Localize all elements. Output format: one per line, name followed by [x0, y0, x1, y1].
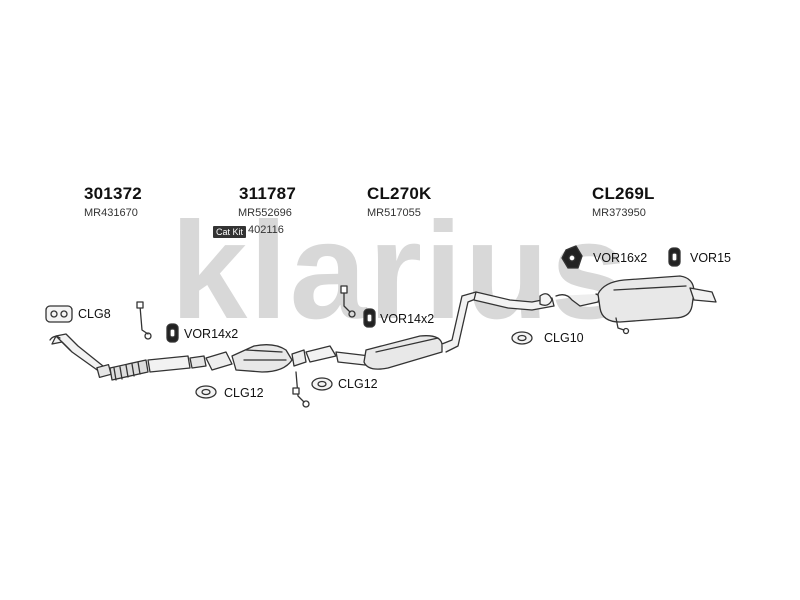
- catalytic-converter-311787: [205, 344, 307, 373]
- part-ref-1: MR431670: [84, 207, 138, 219]
- part-number-3: CL270K: [367, 184, 432, 203]
- vor14x2-mount-icon-b: [363, 308, 376, 328]
- part-number-1: 301372: [84, 184, 142, 203]
- part-ref-4: MR373950: [592, 207, 646, 219]
- vor16x2-mount-icon: [561, 245, 583, 269]
- part-ref-3: MR517055: [367, 207, 421, 219]
- sensor-boss-3: [292, 371, 310, 408]
- part-ref-2: MR552696: [238, 207, 292, 219]
- cat-kit-number: 402116: [248, 224, 284, 236]
- flange-gasket-icon: [539, 293, 553, 306]
- label-clg12-a: CLG12: [224, 386, 264, 400]
- clg12-gasket-icon-b: [311, 377, 333, 391]
- centre-silencer-CL270K: [305, 291, 479, 370]
- part-number-2: 311787: [239, 184, 296, 203]
- klarius-watermark: klarius: [171, 194, 630, 348]
- flex-pipe-section: [109, 355, 207, 381]
- cat-kit-badge: Cat Kit: [213, 226, 247, 238]
- label-vor15: VOR15: [690, 251, 731, 265]
- rear-silencer-CL269L: [473, 275, 717, 323]
- label-clg8: CLG8: [78, 307, 111, 321]
- label-vor14x2-b: VOR14x2: [380, 312, 435, 326]
- front-pipe-301372: [49, 333, 112, 379]
- label-clg12-b: CLG12: [338, 377, 378, 391]
- sensor-boss-1: [136, 301, 152, 340]
- clg12-gasket-icon-a: [195, 385, 217, 399]
- label-clg10: CLG10: [544, 331, 584, 345]
- hanger-4: [615, 317, 630, 335]
- label-vor14x2-a: VOR14x2: [184, 327, 239, 341]
- label-vor16x2: VOR16x2: [593, 251, 648, 265]
- part-number-4: CL269L: [592, 184, 655, 203]
- clg8-gasket-icon: [45, 305, 73, 323]
- sensor-boss-2: [340, 285, 356, 318]
- clg10-gasket-icon: [511, 331, 533, 345]
- vor15-mount-icon: [668, 247, 681, 267]
- vor14x2-mount-icon-a: [166, 323, 179, 343]
